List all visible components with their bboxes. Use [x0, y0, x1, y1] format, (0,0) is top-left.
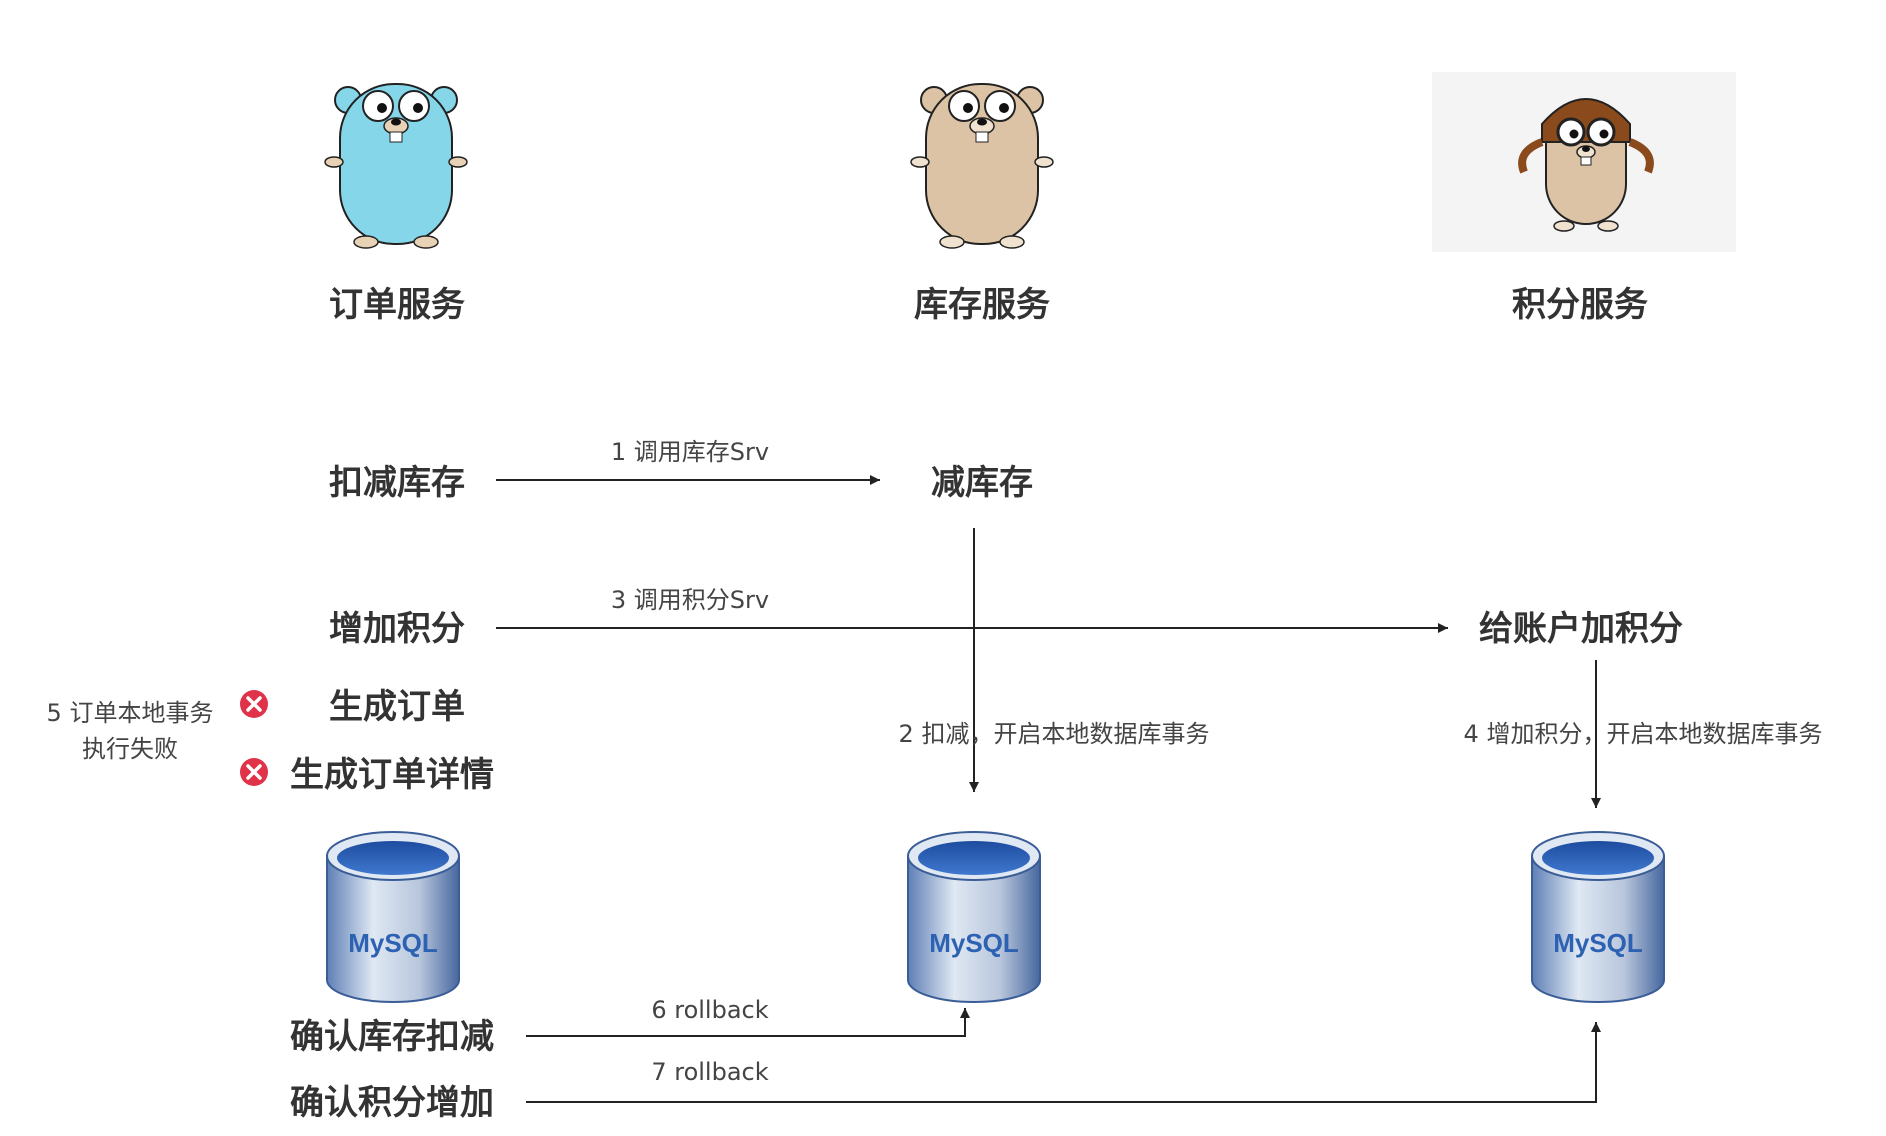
op-deduct-inventory: 扣减库存	[329, 463, 465, 503]
op-add-points: 增加积分	[329, 609, 465, 649]
db-label: MySQL	[1553, 928, 1643, 958]
inventory-database-icon: MySQL	[907, 831, 1041, 1003]
order-database-icon: MySQL	[326, 831, 460, 1003]
step7-label: 7 rollback	[651, 1058, 768, 1086]
op-create-order: 生成订单	[329, 687, 465, 727]
inventory-gopher-icon	[910, 83, 1054, 249]
step5-label-line1: 5 订单本地事务	[47, 699, 214, 727]
points-database-icon: MySQL	[1531, 831, 1665, 1003]
points-gopher-icon	[1518, 98, 1654, 232]
op-confirm-inventory: 确认库存扣减	[290, 1017, 494, 1057]
step4-label: 4 增加积分，开启本地数据库事务	[1464, 720, 1823, 748]
op-confirm-points: 确认积分增加	[290, 1083, 494, 1123]
op-create-order-detail: 生成订单详情	[290, 755, 494, 795]
step2-label: 2 扣减，开启本地数据库事务	[899, 720, 1210, 748]
inventory-service-title: 库存服务	[914, 285, 1050, 325]
db-label: MySQL	[348, 928, 438, 958]
points-service-title: 积分服务	[1512, 285, 1648, 325]
order-gopher-icon	[324, 83, 468, 249]
arrow-step7	[526, 1022, 1601, 1103]
error-icon	[240, 758, 268, 786]
step1-label: 1 调用库存Srv	[611, 438, 769, 466]
points-op-add: 给账户加积分	[1479, 609, 1683, 649]
error-icon	[240, 690, 268, 718]
db-label: MySQL	[929, 928, 1019, 958]
step3-label: 3 调用积分Srv	[611, 586, 769, 614]
step6-label: 6 rollback	[651, 996, 768, 1024]
arrow-step6	[526, 1008, 970, 1037]
step5-label-line2: 执行失败	[82, 735, 178, 763]
order-service-title: 订单服务	[329, 285, 465, 325]
inventory-op-reduce: 减库存	[931, 463, 1033, 503]
